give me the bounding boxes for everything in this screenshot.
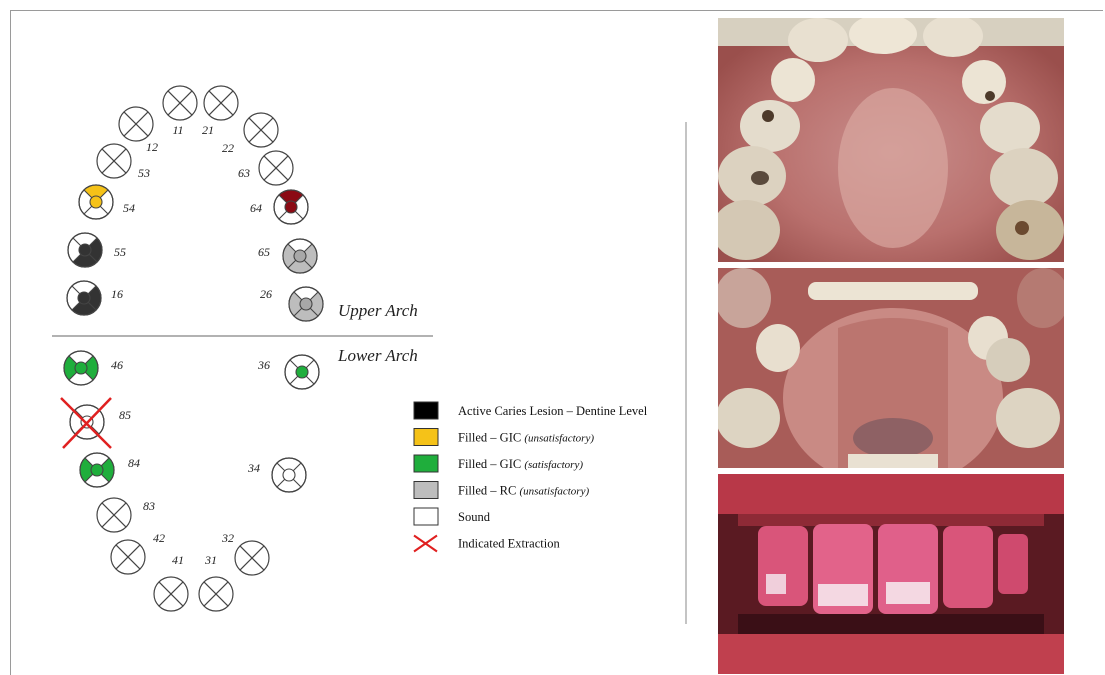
tooth-26: 26 [260, 287, 323, 321]
legend-label: Sound [458, 510, 491, 524]
tooth-label: 12 [146, 140, 158, 154]
tooth-22: 22 [222, 113, 278, 155]
tooth-16: 16 [67, 281, 123, 315]
tooth-label: 54 [123, 201, 135, 215]
lower-arch-label: Lower Arch [337, 346, 418, 365]
legend-label-main: Filled – RC [458, 484, 519, 498]
tooth-85: 85 [61, 398, 131, 448]
legend-label-main: Active Caries Lesion – Dentine Level [458, 404, 648, 418]
upper-arch-photo [718, 18, 1064, 262]
tooth-surface-center [294, 250, 306, 262]
tooth-65: 65 [258, 239, 317, 273]
legend-label-note: (unsatisfactory) [524, 433, 594, 445]
legend-label: Filled – GIC (satisfactory) [458, 457, 583, 471]
legend-swatch [414, 482, 438, 499]
legend-label-main: Filled – GIC [458, 431, 524, 445]
tooth-label: 84 [128, 456, 140, 470]
tooth-label: 21 [202, 123, 214, 137]
tooth-64: 64 [250, 190, 308, 224]
tooth-11: 11 [163, 86, 197, 137]
legend-label-note: (satisfactory) [524, 459, 583, 471]
tooth-surface-center [300, 298, 312, 310]
legend-swatch [414, 429, 438, 446]
legend-item-filled-rc-unsatisfactory: Filled – RC (unsatisfactory) [414, 482, 589, 499]
tooth-label: 65 [258, 245, 270, 259]
tooth-34: 34 [247, 458, 306, 492]
tooth-label: 32 [221, 531, 234, 545]
lower-arch-photo [718, 268, 1064, 468]
tooth-41: 41 [154, 553, 188, 611]
tooth-surface-center [91, 464, 103, 476]
tooth-84: 84 [80, 453, 140, 487]
tooth-label: 34 [247, 461, 260, 475]
tooth-surface-center [75, 362, 87, 374]
tooth-label: 64 [250, 201, 262, 215]
tooth-label: 42 [153, 531, 165, 545]
tooth-surface-center [90, 196, 102, 208]
legend-swatch [414, 508, 438, 525]
tooth-12: 12 [119, 107, 158, 154]
tooth-label: 41 [172, 553, 184, 567]
tooth-31: 31 [199, 553, 233, 611]
legend-label: Active Caries Lesion – Dentine Level [458, 404, 648, 418]
tooth-83: 83 [97, 498, 155, 532]
tooth-54: 54 [79, 185, 135, 219]
tooth-label: 16 [111, 287, 123, 301]
legend-swatch [414, 402, 438, 419]
tooth-label: 11 [172, 123, 183, 137]
tooth-label: 55 [114, 245, 126, 259]
tooth-label: 63 [238, 166, 250, 180]
tooth-46: 46 [64, 351, 123, 385]
legend-label-note: (unsatisfactory) [519, 486, 589, 498]
legend-swatch [414, 455, 438, 472]
tooth-label: 85 [119, 408, 131, 422]
legend-label-main: Sound [458, 510, 491, 524]
legend-label-main: Filled – GIC [458, 457, 524, 471]
tooth-surface-center [283, 469, 295, 481]
tooth-label: 22 [222, 141, 234, 155]
legend-item-active-caries: Active Caries Lesion – Dentine Level [414, 402, 648, 419]
tooth-label: 46 [111, 358, 123, 372]
tooth-label: 36 [257, 358, 270, 372]
legend-label: Indicated Extraction [458, 537, 560, 551]
tooth-36: 36 [257, 355, 319, 389]
tooth-55: 55 [68, 233, 126, 267]
legend-label-main: Indicated Extraction [458, 537, 560, 551]
tooth-surface-center [285, 201, 297, 213]
upper-arch-label: Upper Arch [338, 301, 418, 320]
frontal-disclosed-photo [718, 474, 1064, 674]
tooth-surface-center [296, 366, 308, 378]
tooth-53: 53 [97, 144, 150, 180]
legend-item-indicated-extraction: Indicated Extraction [414, 536, 560, 552]
tooth-surface-center [78, 292, 90, 304]
legend-item-sound: Sound [414, 508, 491, 525]
tooth-63: 63 [238, 151, 293, 185]
tooth-21: 21 [202, 86, 238, 137]
tooth-label: 26 [260, 287, 272, 301]
tooth-32: 32 [221, 531, 269, 575]
tooth-label: 83 [143, 499, 155, 513]
dental-chart: Upper Arch Lower Arch 11 21 12 22 53 63 54 64 55… [0, 0, 700, 675]
tooth-42: 42 [111, 531, 165, 574]
tooth-label: 53 [138, 166, 150, 180]
legend-label: Filled – GIC (unsatisfactory) [458, 431, 594, 445]
legend-item-filled-gic-satisfactory: Filled – GIC (satisfactory) [414, 455, 583, 472]
legend-label: Filled – RC (unsatisfactory) [458, 484, 589, 498]
tooth-surface-center [79, 244, 91, 256]
tooth-label: 31 [204, 553, 217, 567]
legend-item-filled-gic-unsatisfactory: Filled – GIC (unsatisfactory) [414, 429, 594, 446]
